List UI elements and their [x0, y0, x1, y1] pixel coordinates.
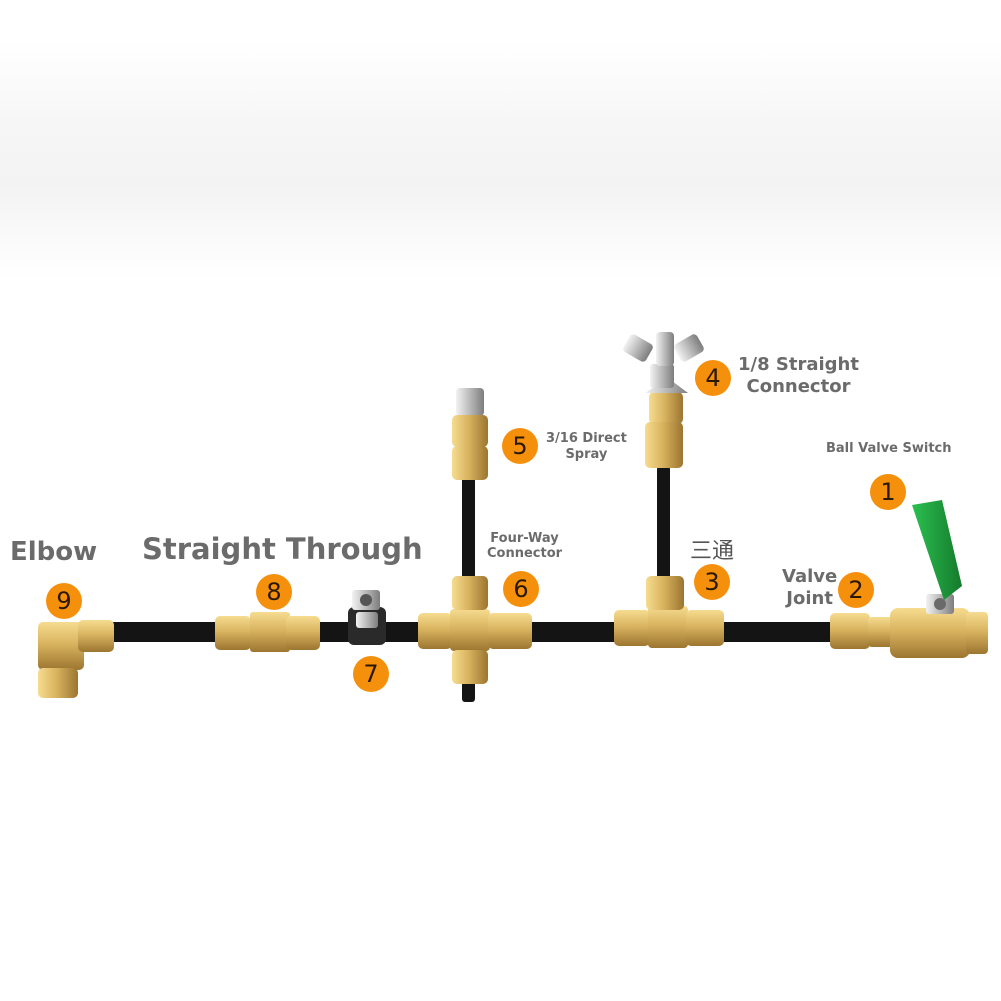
badge-9: 9 — [46, 583, 82, 619]
tee-fitting — [614, 576, 724, 648]
branch-tube-5 — [462, 475, 475, 587]
direct-spray-nozzle — [452, 388, 488, 480]
badge-6: 6 — [503, 571, 539, 607]
branch-tube-4 — [657, 466, 670, 582]
four-way-connector — [418, 576, 532, 684]
badge-2: 2 — [838, 572, 874, 608]
badge-7: 7 — [353, 656, 389, 692]
branch-tube-down — [462, 680, 475, 702]
ball-valve — [890, 500, 988, 658]
badge-8: 8 — [256, 574, 292, 610]
straight-through-label: Straight Through — [142, 532, 423, 566]
straight-connector-label: 1/8 Straight Connector — [738, 354, 859, 398]
direct-spray-label-line2: Spray — [565, 447, 608, 462]
valve-joint-label-line2: Joint — [786, 588, 833, 609]
four-way-label: Four-Way Connector — [487, 531, 562, 561]
direct-spray-label: 3/16 Direct Spray — [546, 431, 627, 463]
direct-spray-label-line1: 3/16 Direct — [546, 431, 627, 446]
valve-joint — [830, 613, 894, 649]
tee-label: 三通 — [690, 539, 735, 564]
badge-5: 5 — [502, 428, 538, 464]
badge-1: 1 — [870, 474, 906, 510]
badge-3: 3 — [694, 564, 730, 600]
elbow-fitting — [38, 620, 114, 698]
valve-joint-label-line1: Valve — [782, 566, 838, 587]
elbow-label: Elbow — [10, 537, 98, 567]
straight-connector-nozzle — [623, 332, 704, 468]
pipe-clamp — [348, 590, 386, 645]
four-way-label-line1: Four-Way — [490, 531, 559, 546]
badge-4: 4 — [695, 360, 731, 396]
straight-connector-label-line1: 1/8 Straight — [738, 354, 859, 375]
straight-connector-label-line2: Connector — [746, 376, 851, 397]
ball-valve-label: Ball Valve Switch — [826, 441, 952, 456]
valve-joint-label: Valve Joint — [782, 566, 837, 610]
straight-through-fitting — [215, 612, 320, 652]
background-haze — [0, 40, 1001, 280]
four-way-label-line2: Connector — [487, 546, 563, 561]
